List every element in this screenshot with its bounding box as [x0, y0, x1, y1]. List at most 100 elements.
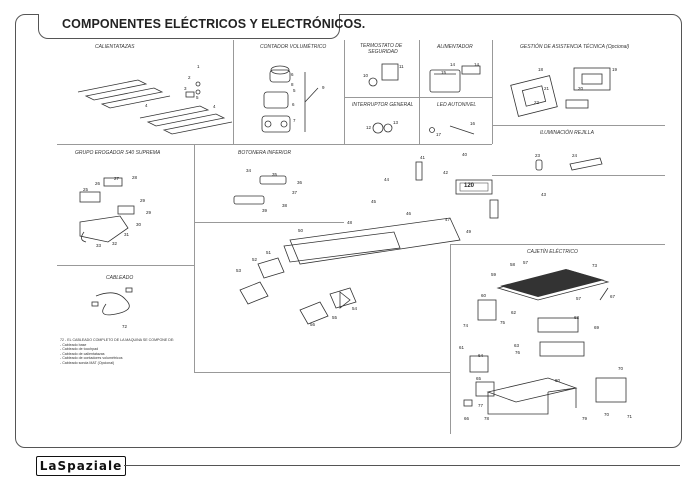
- note-line: - Cableado de tocchpad: [60, 347, 99, 352]
- fitting-icon: [185, 91, 195, 98]
- brew-group-cable: [81, 231, 87, 243]
- part-number: 58: [510, 262, 516, 267]
- part-number: 35: [272, 172, 278, 177]
- bracket-icon: [415, 161, 423, 181]
- assist-display: [573, 67, 611, 91]
- part-number: 36: [297, 180, 303, 185]
- thermostat-body: [381, 63, 399, 81]
- brew-group-body: [79, 215, 129, 243]
- part-number: 57: [523, 260, 529, 265]
- divider: [344, 97, 492, 98]
- note-line: - Cableado sonda MAT (Opcional): [60, 360, 115, 365]
- assist-bracket: [565, 99, 589, 109]
- part-number: 79: [582, 416, 588, 421]
- part-number: 65: [476, 376, 482, 381]
- section-label-termostato: TERMOSTATO DE: [360, 43, 403, 49]
- part-number: 59: [491, 272, 497, 277]
- part-number: 49: [466, 229, 472, 234]
- part-number: 39: [262, 208, 268, 213]
- lower-panel: [283, 231, 401, 263]
- part-number: 18: [538, 67, 544, 72]
- flowmeter-body: [263, 91, 289, 109]
- part-number: 56: [310, 322, 316, 327]
- part-number: 61: [459, 345, 465, 350]
- button-panel: [239, 281, 269, 305]
- part-number: 42: [443, 170, 449, 175]
- bracket-icon: [489, 199, 499, 219]
- main-switch-icon: [372, 122, 384, 134]
- part-number: 52: [252, 257, 258, 262]
- part-number: 53: [236, 268, 242, 273]
- part-number: 74: [463, 323, 469, 328]
- part-number: 34: [246, 168, 252, 173]
- connector-icon: [125, 287, 133, 293]
- button-panel: [329, 287, 357, 309]
- section-label-botonera: BOTONERA INFERIOR: [238, 150, 292, 156]
- part-number: 10: [363, 73, 369, 78]
- part-number: 17: [436, 132, 442, 137]
- part-number: 63: [514, 343, 520, 348]
- part-number: 78: [484, 416, 490, 421]
- thermostat-sensor: [368, 77, 378, 87]
- section-label-grupo: GRUPO EROGADOR S40 SUPREMA: [75, 150, 161, 156]
- keypad-frame: [259, 175, 287, 185]
- section-label-cajetin: CAJETÍN ELÉCTRICO: [527, 249, 578, 255]
- led-icon: [429, 127, 435, 133]
- part-number: 48: [347, 220, 353, 225]
- part-number: 22: [534, 100, 540, 105]
- electrical-enclosure: [486, 377, 578, 415]
- part-number: 29: [146, 210, 152, 215]
- part-number: 4: [145, 103, 148, 108]
- divider: [450, 244, 451, 434]
- brand-logo: LaSpaziale: [36, 456, 126, 476]
- divider: [344, 40, 345, 144]
- part-number: 16: [470, 121, 476, 126]
- part-number: 4: [213, 104, 216, 109]
- display-module: [455, 179, 493, 195]
- flowmeter-body: [269, 69, 291, 83]
- wiring-notes: 72 - EL CABLEADO COMPLETO DE LA MAQUINA …: [60, 338, 174, 366]
- divider: [233, 40, 234, 144]
- part-number: 2: [188, 75, 191, 80]
- light-strip: [569, 157, 603, 171]
- part-number: 45: [371, 199, 377, 204]
- part-number: 38: [282, 203, 288, 208]
- divider: [194, 372, 450, 373]
- part-number: 71: [627, 414, 633, 419]
- connector-icon: [91, 301, 99, 307]
- note-line: - Cableado base: [60, 342, 87, 347]
- divider: [492, 125, 665, 126]
- part-number: 68: [574, 315, 580, 320]
- note-line: 72 - EL CABLEADO COMPLETO DE LA MAQUINA …: [60, 338, 175, 342]
- led-rod: [449, 125, 475, 135]
- part-number: 54: [352, 306, 358, 311]
- part-number: 67: [610, 294, 616, 299]
- part-number: 46: [406, 211, 412, 216]
- part-number: 47: [445, 217, 451, 222]
- part-number: 29: [140, 198, 146, 203]
- divider: [57, 144, 492, 145]
- part-number: 6: [292, 102, 295, 107]
- connector-icon: [195, 81, 201, 87]
- divider: [419, 40, 420, 144]
- section-label-calientatazas: CALIENTATAZAS: [95, 44, 135, 50]
- part-number: 32: [112, 241, 118, 246]
- divider: [194, 222, 344, 223]
- pcb-board: [537, 317, 579, 333]
- part-number: 21: [544, 86, 550, 91]
- section-label-interruptor: INTERRUPTOR GENERAL: [352, 102, 414, 108]
- assist-module: [510, 75, 558, 117]
- part-number: 44: [384, 177, 390, 182]
- part-number: 75: [500, 320, 506, 325]
- display-readout: 120: [464, 183, 475, 189]
- part-number: 26: [95, 181, 101, 186]
- part-number: 12: [366, 125, 372, 130]
- footer-rule: [124, 465, 680, 466]
- psu-unit: [595, 377, 627, 403]
- brew-group-panel: [79, 191, 101, 203]
- part-number: 7: [293, 118, 296, 123]
- brew-group-plate: [103, 177, 123, 187]
- transformer: [475, 381, 495, 397]
- part-number: 41: [420, 155, 426, 160]
- part-number: 9: [322, 85, 325, 90]
